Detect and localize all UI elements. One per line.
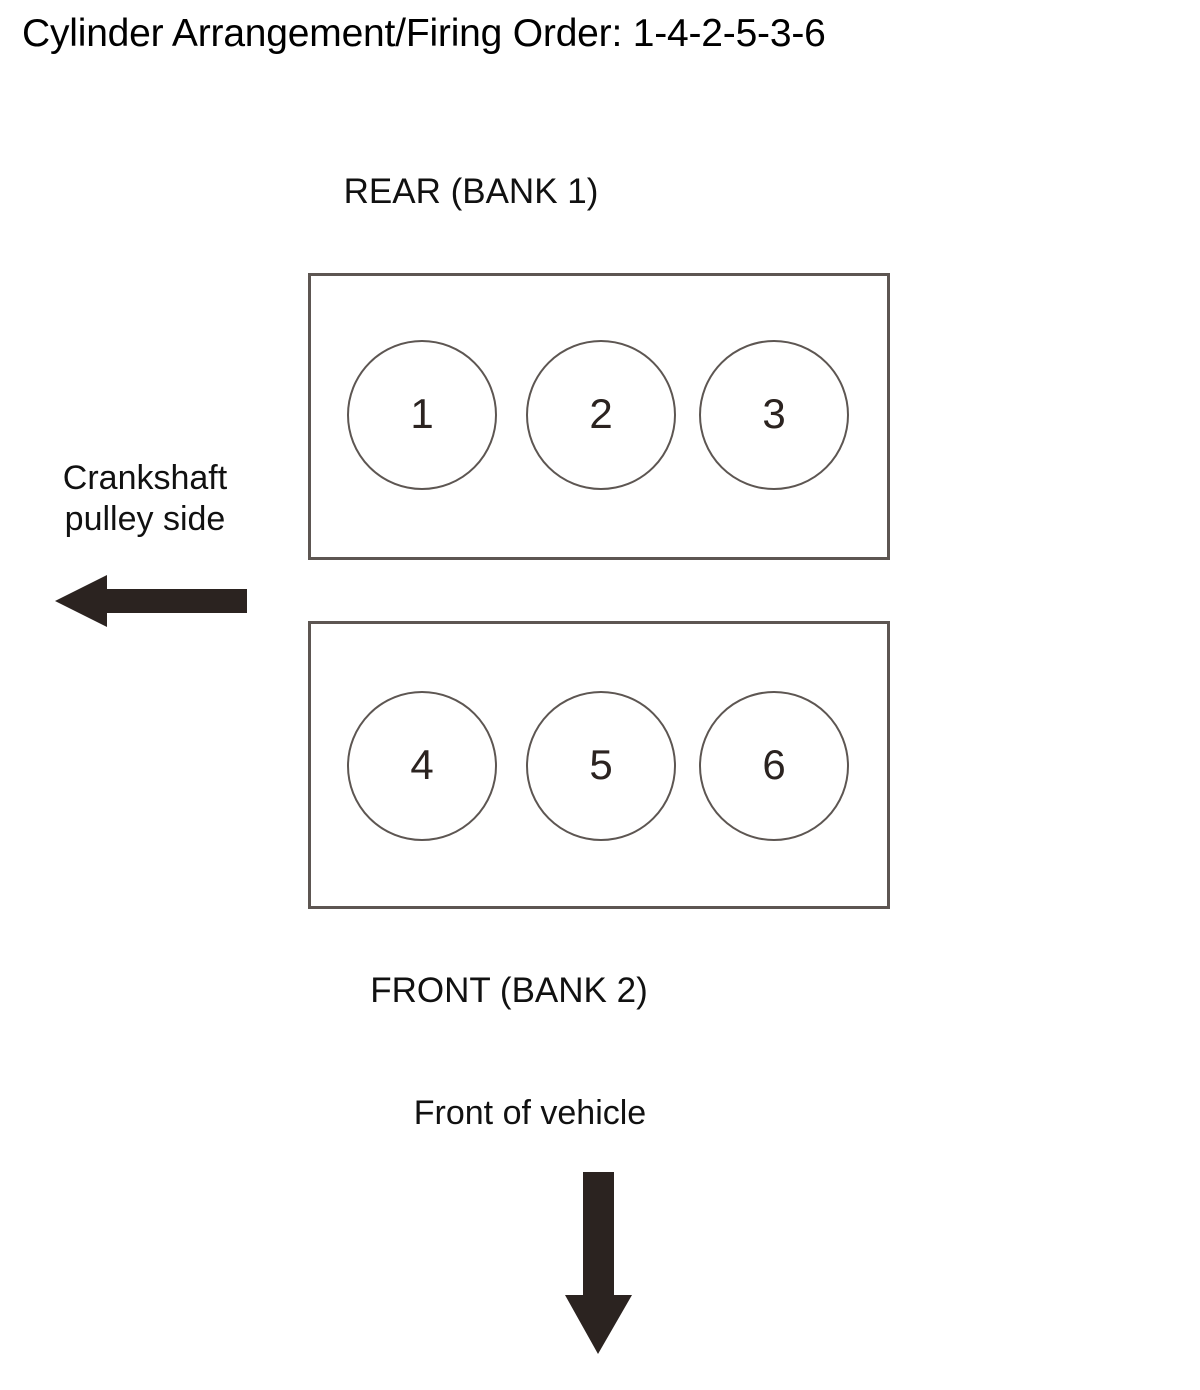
cylinder-3: 3 — [699, 340, 849, 490]
cylinder-4: 4 — [347, 691, 497, 841]
crankshaft-direction-arrow-left-icon — [55, 575, 247, 627]
cylinder-1-number: 1 — [410, 390, 434, 437]
cylinder-6-number: 6 — [762, 741, 786, 788]
front-of-vehicle-label: Front of vehicle — [413, 1094, 647, 1132]
cylinder-1: 1 — [347, 340, 497, 490]
page-title: Cylinder Arrangement/Firing Order: 1-4-2… — [22, 12, 826, 55]
crankshaft-label-line-2: pulley side — [64, 500, 226, 538]
cylinder-2-number: 2 — [589, 390, 613, 437]
bank2-label: FRONT (BANK 2) — [370, 971, 648, 1010]
cylinder-5-number: 5 — [589, 741, 613, 788]
crankshaft-label-line-1: Crankshaft — [62, 459, 228, 497]
cylinder-2: 2 — [526, 340, 676, 490]
front-of-vehicle-arrow-down-icon — [560, 1172, 640, 1354]
cylinder-3-number: 3 — [762, 390, 786, 437]
cylinder-4-number: 4 — [410, 741, 434, 788]
cylinder-6: 6 — [699, 691, 849, 841]
crankshaft-pulley-side-label: Crankshaft pulley side — [0, 458, 290, 540]
cylinder-5: 5 — [526, 691, 676, 841]
bank1-label: REAR (BANK 1) — [343, 172, 599, 211]
